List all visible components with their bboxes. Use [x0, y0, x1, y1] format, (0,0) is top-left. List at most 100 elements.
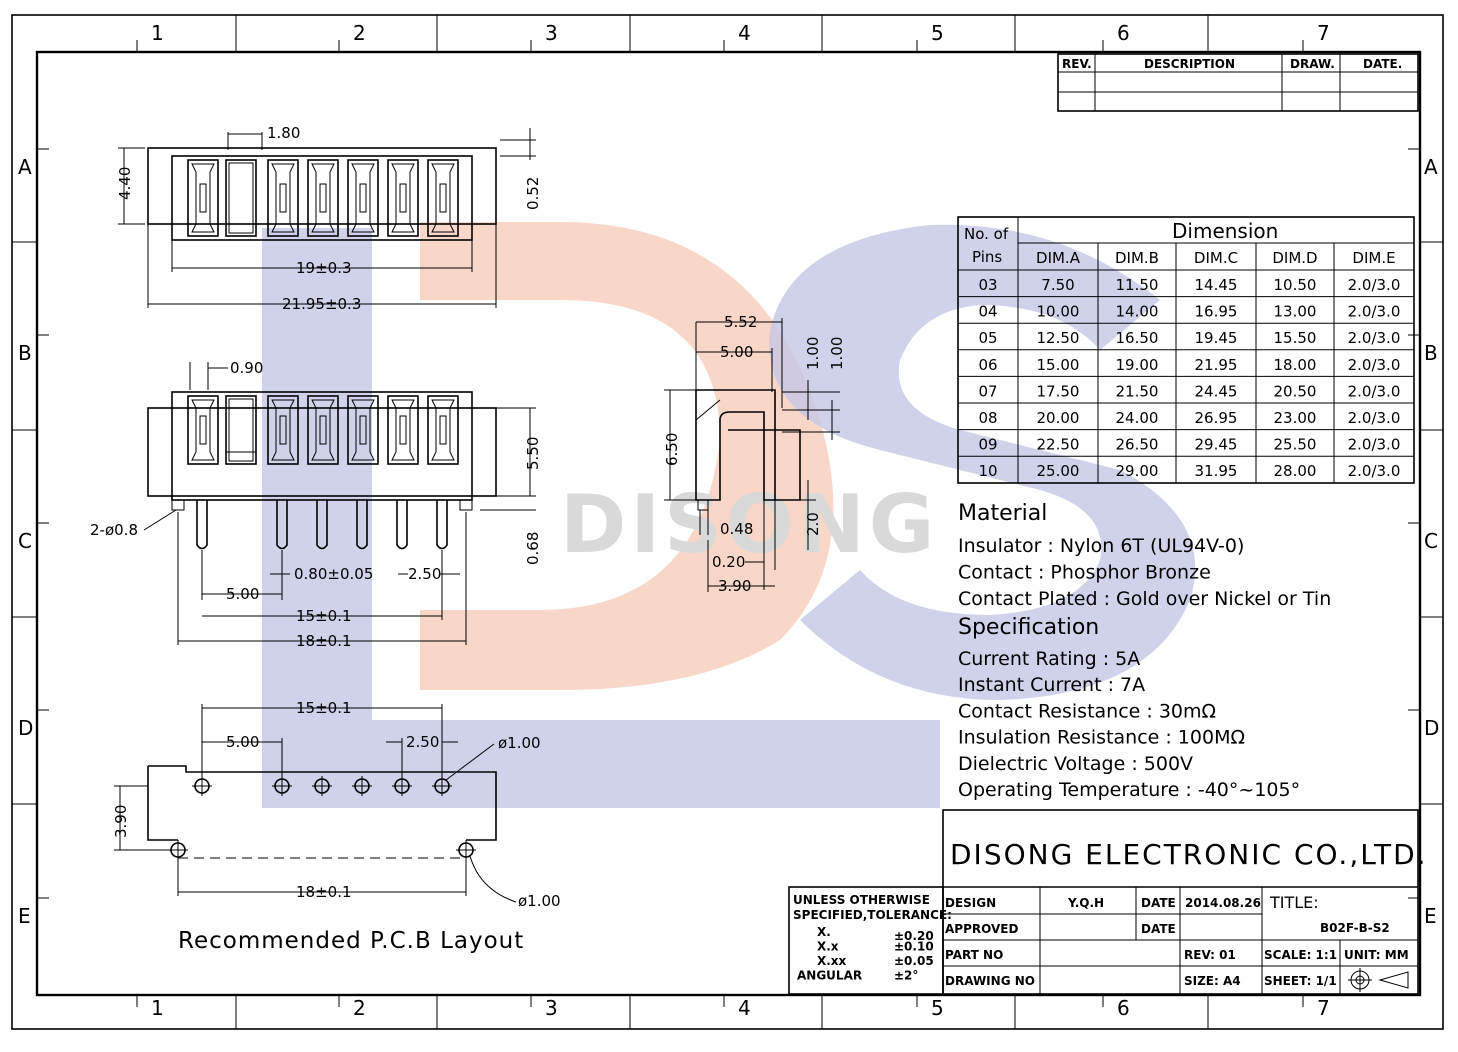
dim-table-cell: 17.50 — [1037, 382, 1080, 400]
column-label-bottom: 7 — [1317, 996, 1330, 1020]
projection-symbol-icon — [1348, 968, 1409, 992]
connector-slot — [387, 395, 419, 465]
dim-table-col-header: DIM.B — [1115, 249, 1159, 267]
column-label-top: 5 — [931, 21, 944, 45]
specification-heading: Specification — [958, 615, 1099, 640]
dim-table-cell: 21.95 — [1195, 356, 1238, 374]
top-view: 1.80 4.40 0.52 19±0.3 21.95±0.3 — [116, 124, 542, 313]
row-label-left: C — [18, 529, 32, 553]
design-value: Y.Q.H — [1067, 896, 1104, 910]
tolerance-value: ±0.10 — [894, 940, 934, 954]
pcb-dim-first: 5.00 — [226, 733, 259, 751]
connector-slot — [387, 159, 419, 237]
rev-header-draw: DRAW. — [1290, 57, 1335, 71]
dim-table-cell: 11.50 — [1116, 276, 1159, 294]
tolerance-label: X. — [817, 925, 831, 939]
pcb-layout: 15±0.1 5.00 2.50 ø1.00 3.90 18±0.1 ø1.00… — [112, 699, 561, 954]
pcb-caption: Recommended P.C.B Layout — [178, 928, 524, 954]
spec-line: Insulation Resistance : 100MΩ — [958, 727, 1245, 749]
connector-slot — [225, 159, 257, 237]
dim-pitch: 2.50 — [408, 565, 441, 583]
pcb-dim-d: 18±0.1 — [296, 883, 352, 901]
tolerance-value: ±0.20 — [894, 929, 934, 943]
dim-a: 15±0.1 — [296, 607, 352, 625]
dim-table-col-header: DIM.E — [1352, 249, 1395, 267]
dim-table-pins-header-2: Pins — [972, 248, 1002, 266]
dim-table-pins-cell: 07 — [978, 382, 997, 400]
dim-table-col-header: DIM.C — [1194, 249, 1238, 267]
dim-top-height: 4.40 — [116, 167, 134, 200]
column-label-top: 2 — [353, 21, 366, 45]
spec-line: Contact Resistance : 30mΩ — [958, 700, 1216, 722]
dim-table-cell: 16.95 — [1195, 303, 1238, 321]
tolerance-value: ±0.05 — [894, 954, 934, 968]
dim-table-pins-cell: 05 — [978, 329, 997, 347]
dim-table-cell: 14.00 — [1116, 303, 1159, 321]
contact-pin — [436, 500, 448, 550]
contact-pin — [316, 500, 328, 550]
dim-table-pins-cell: 04 — [978, 303, 997, 321]
dim-table-cell: 2.0/3.0 — [1348, 382, 1401, 400]
dim-side-3: 1.00 — [804, 337, 822, 370]
dim-tail: 0.68 — [524, 532, 542, 565]
row-label-left: B — [18, 341, 32, 365]
dim-table-cell: 29.45 — [1195, 436, 1238, 454]
watermark: DISONG — [262, 222, 1196, 808]
dim-side-4: 1.00 — [828, 337, 846, 370]
dim-table-pins-cell: 03 — [978, 276, 997, 294]
column-label-top: 7 — [1317, 21, 1330, 45]
spec-line: Dielectric Voltage : 500V — [958, 753, 1193, 775]
date-label-2: DATE — [1141, 922, 1176, 936]
size-value: SIZE: A4 — [1184, 974, 1241, 988]
dim-table-cell: 15.00 — [1037, 356, 1080, 374]
dim-table-cell: 24.00 — [1116, 409, 1159, 427]
dim-table-cell: 2.0/3.0 — [1348, 356, 1401, 374]
column-label-bottom: 2 — [353, 996, 366, 1020]
revision-table: REV. DESCRIPTION DRAW. DATE. — [1057, 53, 1419, 112]
dim-table-cell: 18.00 — [1274, 356, 1317, 374]
dim-side-1: 5.52 — [724, 313, 757, 331]
dim-c: 21.95±0.3 — [282, 295, 361, 313]
rev-header-date: DATE. — [1363, 57, 1402, 71]
connector-slot — [225, 395, 257, 465]
dim-table-cell: 13.00 — [1274, 303, 1317, 321]
company-name: DISONG ELECTRONIC CO.,LTD. — [950, 838, 1428, 871]
dim-table-cell: 2.0/3.0 — [1348, 276, 1401, 294]
dim-side-7: 3.90 — [718, 577, 751, 595]
dim-table-cell: 31.95 — [1195, 462, 1238, 480]
column-label-top: 6 — [1117, 21, 1130, 45]
dim-table-cell: 21.50 — [1116, 382, 1159, 400]
dim-table-cell: 10.00 — [1037, 303, 1080, 321]
connector-slot — [347, 159, 379, 237]
dim-table-cell: 16.50 — [1116, 329, 1159, 347]
watermark-letter-d — [420, 222, 834, 690]
dim-holes: 2-ø0.8 — [90, 521, 138, 539]
title-label: TITLE: — [1269, 893, 1319, 912]
watermark-letter-l — [262, 228, 940, 808]
connector-slot — [187, 159, 219, 237]
dim-table-cell: 28.00 — [1274, 462, 1317, 480]
dim-table-cell: 15.50 — [1274, 329, 1317, 347]
dim-table-cell: 14.45 — [1195, 276, 1238, 294]
side-view: 5.52 5.00 1.00 1.00 6.50 0.48 0.20 3.90 … — [663, 313, 846, 595]
sheet-value: SHEET: 1/1 — [1264, 974, 1337, 988]
dim-table-pins-header-1: No. of — [964, 225, 1009, 243]
dim-table-cell: 26.95 — [1195, 409, 1238, 427]
dim-side-height: 6.50 — [663, 433, 681, 466]
approved-label: APPROVED — [945, 922, 1018, 936]
spec-line: Instant Current : 7A — [958, 674, 1145, 696]
title-block: DISONG ELECTRONIC CO.,LTD. UNLESS OTHERW… — [788, 809, 1428, 995]
tolerance-value: ±2° — [894, 969, 918, 983]
dim-table-cell: 2.0/3.0 — [1348, 409, 1401, 427]
rev-value: REV: 01 — [1184, 948, 1236, 962]
connector-slot — [267, 159, 299, 237]
watermark-letter-s — [769, 224, 1196, 700]
front-view: 0.90 5.50 0.68 2-ø0.8 0.80±0.05 2.50 5.0… — [90, 359, 542, 650]
dim-front-height: 5.50 — [524, 437, 542, 470]
dim-table-cell: 2.0/3.0 — [1348, 329, 1401, 347]
connector-slot — [427, 395, 459, 465]
date-label-1: DATE — [1141, 896, 1176, 910]
